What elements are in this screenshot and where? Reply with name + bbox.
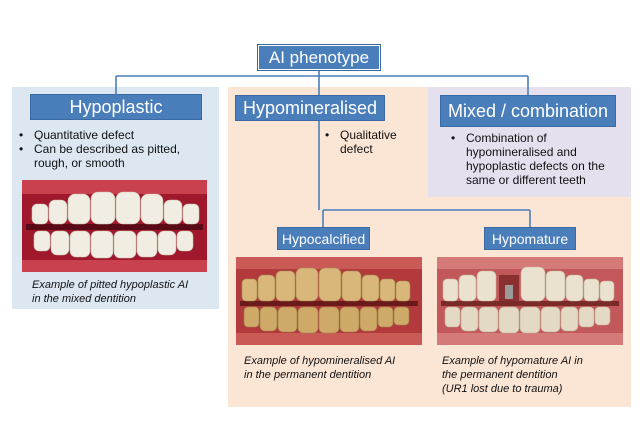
hypoplastic-teeth-photo <box>22 180 207 272</box>
hypoplastic-box: Hypoplastic <box>30 94 202 120</box>
caption-line: the permanent dentition <box>442 369 558 381</box>
caption-line: Example of pitted hypoplastic AI <box>32 279 189 291</box>
mixed-bullets: Combination of hypomineralised and hypop… <box>449 131 619 187</box>
hypocalcified-caption: Example of hypomineralised AI in the per… <box>244 354 424 382</box>
ai-phenotype-box: AI phenotype <box>257 44 381 71</box>
hypocalcified-teeth-photo <box>236 257 422 345</box>
caption-line: in the mixed dentition <box>32 293 136 305</box>
caption-line: Example of hypomineralised AI <box>244 355 396 367</box>
mixed-combination-box: Mixed / combination <box>440 95 616 127</box>
caption-line: Example of hypomature AI in <box>442 355 583 367</box>
hypoplastic-bullets: Quantitative defect Can be described as … <box>17 128 217 170</box>
bullet-item: Quantitative defect <box>17 128 217 142</box>
hypomineralised-bullets: Qualitative defect <box>323 128 413 156</box>
hypomature-teeth-photo <box>437 257 623 345</box>
hypomineralised-box: Hypomineralised <box>235 95 385 121</box>
hypoplastic-caption: Example of pitted hypoplastic AI in the … <box>32 278 212 306</box>
hypocalcified-box: Hypocalcified <box>277 227 370 250</box>
bullet-item: Can be described as pitted, rough, or sm… <box>17 142 194 170</box>
hypomature-caption: Example of hypomature AI in the permanen… <box>442 354 622 396</box>
bullet-item: Combination of hypomineralised and hypop… <box>449 131 612 187</box>
caption-line: (UR1 lost due to trauma) <box>442 383 563 395</box>
hypomature-box: Hypomature <box>484 227 576 250</box>
bullet-item: Qualitative defect <box>323 128 400 156</box>
caption-line: in the permanent dentition <box>244 369 372 381</box>
